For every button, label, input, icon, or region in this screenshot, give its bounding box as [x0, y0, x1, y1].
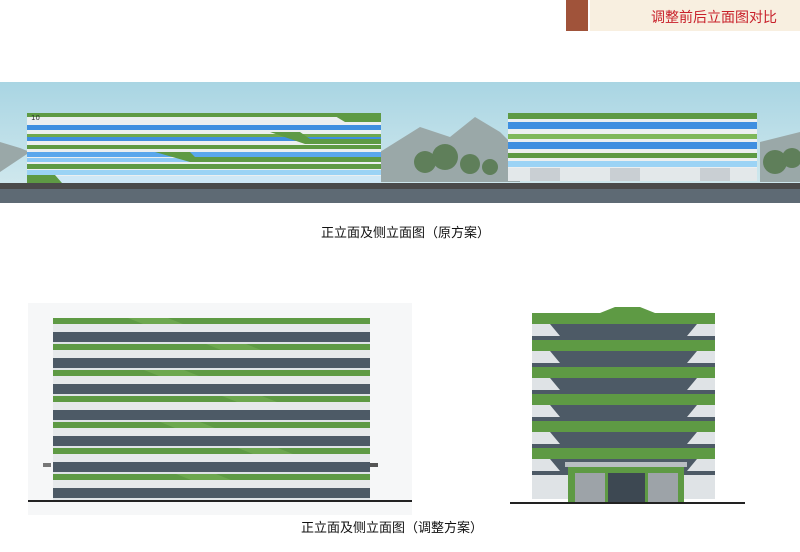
glass-band	[532, 324, 715, 340]
green-ramp	[128, 318, 183, 324]
glass-band	[53, 410, 370, 420]
facade-band	[27, 164, 381, 169]
ground-line	[28, 500, 412, 502]
louver-end	[532, 405, 560, 417]
glass-band	[53, 488, 370, 498]
original-front-building	[27, 113, 381, 183]
facade-band	[508, 134, 757, 139]
louver-end	[532, 432, 560, 444]
floor-label: 10	[31, 114, 40, 122]
louver-end	[532, 324, 560, 336]
page-title: 调整前后立面图对比	[651, 10, 777, 26]
green-band	[532, 367, 715, 378]
green-band	[53, 448, 370, 454]
facade-shape	[270, 132, 381, 144]
louver-end	[687, 351, 715, 363]
louver-end	[687, 324, 715, 336]
glass-band	[53, 462, 370, 472]
green-band	[53, 370, 370, 376]
white-louver-band	[53, 324, 370, 332]
louver-end	[687, 459, 715, 471]
facade-band	[508, 153, 757, 158]
green-band	[53, 396, 370, 402]
entrance-panel	[648, 473, 678, 502]
green-ramp	[222, 396, 277, 402]
green-ramp	[206, 344, 261, 350]
glass-band	[532, 351, 715, 367]
white-louver-band	[53, 480, 370, 488]
white-louver-band	[53, 402, 370, 410]
entrance	[610, 168, 640, 181]
ledge	[43, 463, 51, 467]
facade-band	[27, 125, 381, 130]
ledge	[370, 463, 378, 467]
glass-band	[53, 358, 370, 368]
entrance	[530, 168, 560, 181]
mountains	[0, 117, 800, 182]
louver-end	[532, 378, 560, 390]
green-band	[532, 421, 715, 432]
facade-band	[508, 113, 757, 119]
green-ramp	[160, 422, 215, 428]
green-band	[532, 394, 715, 405]
louver-end	[687, 378, 715, 390]
adjusted-side-elevation-illustration	[510, 307, 745, 504]
glass-band	[53, 332, 370, 342]
original-caption: 正立面及侧立面图（原方案）	[321, 226, 491, 241]
white-louver-band	[53, 428, 370, 436]
facade-band	[27, 113, 381, 117]
ground-line	[510, 502, 745, 504]
glass-band	[53, 384, 370, 394]
facade-shape	[27, 175, 62, 183]
facade-band	[27, 176, 381, 183]
green-band	[532, 448, 715, 459]
header-bar	[590, 0, 800, 31]
white-louver-band	[53, 454, 370, 462]
glass-band	[532, 432, 715, 448]
green-band	[53, 318, 370, 324]
green-ramp	[176, 474, 231, 480]
louver-end	[532, 351, 560, 363]
entrance-canopy	[565, 462, 687, 467]
green-band	[532, 340, 715, 351]
louver-end	[687, 405, 715, 417]
trees	[414, 144, 800, 175]
adjusted-caption: 正立面及侧立面图（调整方案）	[301, 521, 484, 536]
header-accent-block	[566, 0, 588, 31]
facade-band	[27, 152, 381, 157]
facade-band	[27, 134, 381, 137]
entrance	[700, 168, 730, 181]
louver-end	[687, 432, 715, 444]
facade-band	[508, 122, 757, 129]
facade-band	[27, 170, 381, 175]
facade-band	[27, 137, 381, 141]
roof-parapet	[600, 307, 655, 313]
facade-band	[508, 142, 757, 149]
adjusted-front-elevation-illustration	[28, 303, 412, 515]
facade-band	[27, 145, 381, 149]
facade-shape	[155, 152, 381, 162]
entrance-panel	[575, 473, 605, 502]
white-louver-band	[53, 376, 370, 384]
green-ramp	[238, 448, 293, 454]
entrance-door	[608, 473, 645, 502]
green-band	[53, 344, 370, 350]
glass-band	[532, 378, 715, 394]
green-band	[532, 313, 715, 324]
louver-end	[532, 459, 560, 471]
glass-band	[53, 436, 370, 446]
green-ramp	[144, 370, 199, 376]
green-band	[53, 422, 370, 428]
facade-band	[508, 161, 757, 167]
original-side-building	[508, 113, 757, 181]
original-elevation-illustration: 10	[0, 82, 800, 203]
glass-band	[532, 405, 715, 421]
facade-shape	[330, 113, 381, 122]
white-louver-band	[53, 350, 370, 358]
